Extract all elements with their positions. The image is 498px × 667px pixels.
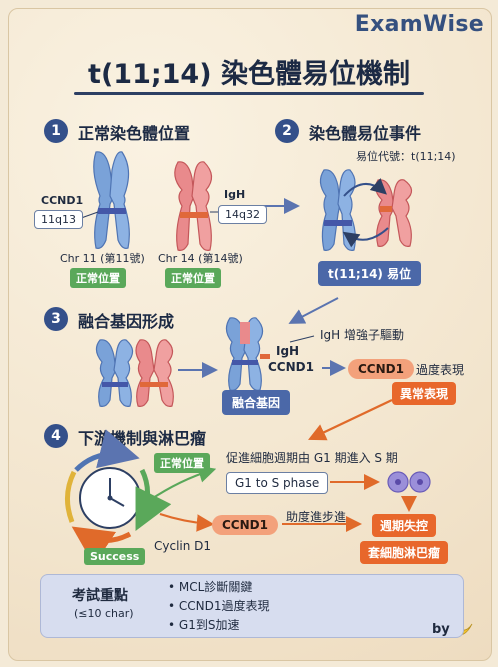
- cell-cycle-clock-icon: [65, 429, 172, 566]
- exam-subtitle: (≤10 char): [74, 607, 134, 620]
- cycle-loss-tag: 週期失控: [372, 514, 437, 537]
- mantle-cell-lymphoma-tag: 套細胞淋巴瘤: [360, 541, 449, 564]
- normal-position-tag-3: 正常位置: [154, 453, 210, 473]
- exam-title: 考試重點: [72, 588, 128, 604]
- translocated-chromosomes-icon: [319, 169, 413, 251]
- brand-logo: ExamWise: [354, 12, 484, 37]
- normal-position-tag-1: 正常位置: [70, 268, 126, 288]
- exam-point-2: • CCND1過度表現: [168, 599, 270, 613]
- normal-position-tag-2: 正常位置: [165, 268, 221, 288]
- ccnd1-pill-section4: CCND1: [212, 515, 278, 535]
- translocation-code: 易位代號：t(11;14): [356, 150, 456, 163]
- igh-label: IgH: [224, 188, 246, 201]
- section-3-number: 3: [44, 307, 68, 331]
- section-1-title: 正常染色體位置: [78, 124, 191, 143]
- chr11-label: Chr 11 (第11號): [60, 252, 145, 265]
- igh-enhancer-label: IgH 增強子驅動: [320, 328, 404, 342]
- ccnd1-label: CCND1: [41, 194, 84, 207]
- section-1-number: 1: [44, 119, 68, 143]
- locus-14q32: 14q32: [218, 205, 267, 224]
- exam-point-1: • MCL診斷關鍵: [168, 580, 253, 594]
- section-3-title: 融合基因形成: [78, 312, 175, 331]
- by-label: by: [432, 622, 450, 637]
- chromosome-14-icon: [174, 161, 213, 251]
- dividing-cells-icon: [387, 471, 431, 493]
- chr14-label: Chr 14 (第14號): [158, 252, 243, 265]
- success-tag: Success: [84, 548, 146, 565]
- abnormal-expression-tag: 異常表現: [392, 382, 457, 405]
- g1-s-promote-text: 促進細胞週期由 G1 期進入 S 期: [226, 451, 398, 465]
- page-title: t(11;14) 染色體易位機制: [88, 59, 410, 90]
- cyclin-d1-label: Cyclin D1: [154, 539, 212, 553]
- ccnd1-overexpression-pill: CCND1: [348, 359, 414, 379]
- g1-to-s-box: G1 to S phase: [226, 472, 329, 494]
- overexpression-label: 過度表現: [416, 363, 465, 377]
- fusion-ccnd1-label: CCND1: [268, 360, 314, 374]
- exam-key-points-box: [40, 574, 464, 638]
- chromosome-11-icon: [93, 151, 130, 249]
- section-2-number: 2: [275, 119, 299, 143]
- title-underline: [74, 92, 424, 95]
- section-2-title: 染色體易位事件: [309, 124, 422, 143]
- fused-chromosome-icon: [225, 317, 270, 391]
- fusion-gene-tag: 融合基因: [222, 390, 291, 415]
- exam-point-3: • G1到S加速: [168, 618, 240, 632]
- translocation-tag: t(11;14) 易位: [318, 261, 422, 286]
- locus-11q13: 11q13: [34, 210, 83, 229]
- section-4-number: 4: [44, 424, 68, 448]
- fusion-igh-label: IgH: [276, 344, 300, 358]
- pre-fusion-chromosomes-icon: [95, 339, 174, 407]
- help-progress-text: 助度進步進: [286, 510, 347, 524]
